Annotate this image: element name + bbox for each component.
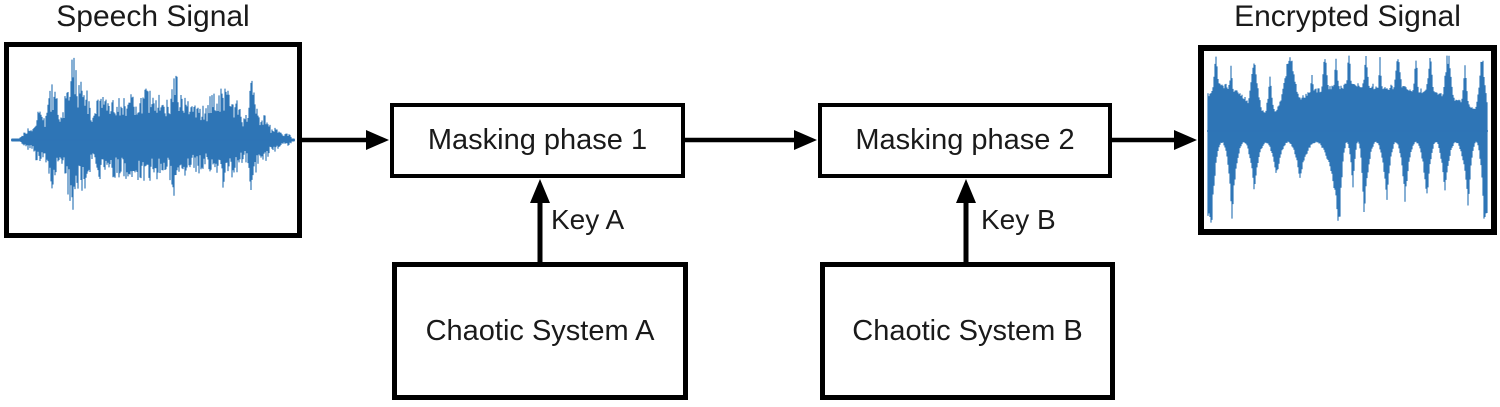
chaotic-system-a-box: Chaotic System A <box>392 262 688 400</box>
chaotic-system-b-box: Chaotic System B <box>820 262 1115 400</box>
arrow-chaotic-b-to-masking2 <box>956 179 976 263</box>
masking-phase-2-box: Masking phase 2 <box>818 103 1112 178</box>
masking-phase-2-label: Masking phase 2 <box>855 124 1075 156</box>
arrow-chaotic-a-to-masking1 <box>530 179 550 263</box>
encrypted-waveform-image <box>1207 55 1488 223</box>
chaotic-system-a-label: Chaotic System A <box>425 314 655 347</box>
chaotic-system-b-label: Chaotic System B <box>852 314 1083 347</box>
arrow-masking2-to-encrypted <box>1111 130 1197 150</box>
speech-signal-title: Speech Signal <box>56 0 250 33</box>
arrow-speech-to-masking1 <box>301 130 389 150</box>
masking-phase-1-label: Masking phase 1 <box>427 124 648 156</box>
encrypted-signal-box <box>1198 45 1497 235</box>
speech-signal-box <box>4 42 302 238</box>
masking-phase-1-box: Masking phase 1 <box>390 103 685 178</box>
speech-waveform-image <box>11 57 295 210</box>
key-a-label: Key A <box>551 204 625 235</box>
key-b-label: Key B <box>981 204 1056 235</box>
encrypted-signal-title: Encrypted Signal <box>1234 0 1461 33</box>
arrow-masking1-to-masking2 <box>684 130 817 150</box>
